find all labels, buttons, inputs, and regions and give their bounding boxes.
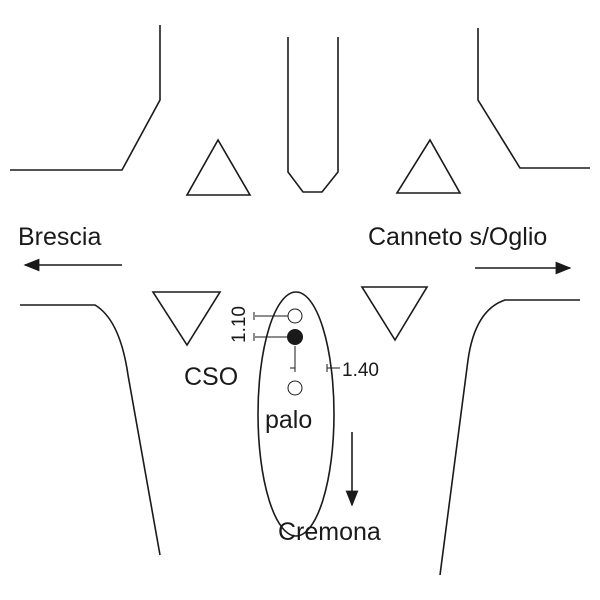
yield-triangle-top-left	[185, 138, 252, 196]
cso-marker	[287, 329, 303, 345]
road-edge-top-left	[10, 25, 161, 171]
median-top	[287, 37, 339, 193]
pole-marker-bottom	[287, 380, 303, 396]
yield-triangle-bottom-right	[360, 286, 429, 342]
label-brescia: Brescia	[18, 223, 101, 251]
road-edge-bottom-right	[439, 299, 580, 576]
pole-marker-top	[287, 308, 303, 324]
dimension-1-40: 1.40	[342, 360, 379, 381]
label-palo: palo	[265, 406, 312, 434]
dimension-1-10: 1.10	[229, 306, 250, 343]
dimension-lines	[253, 312, 340, 372]
label-cso: CSO	[184, 363, 238, 391]
traffic-island	[257, 291, 335, 537]
road-edge-bottom-left	[20, 304, 161, 556]
label-cremona: Cremona	[278, 518, 381, 546]
label-canneto: Canneto s/Oglio	[368, 223, 547, 251]
road-edge-top-right	[477, 28, 590, 169]
yield-triangle-bottom-left	[151, 291, 222, 347]
yield-triangle-top-right	[395, 138, 462, 194]
